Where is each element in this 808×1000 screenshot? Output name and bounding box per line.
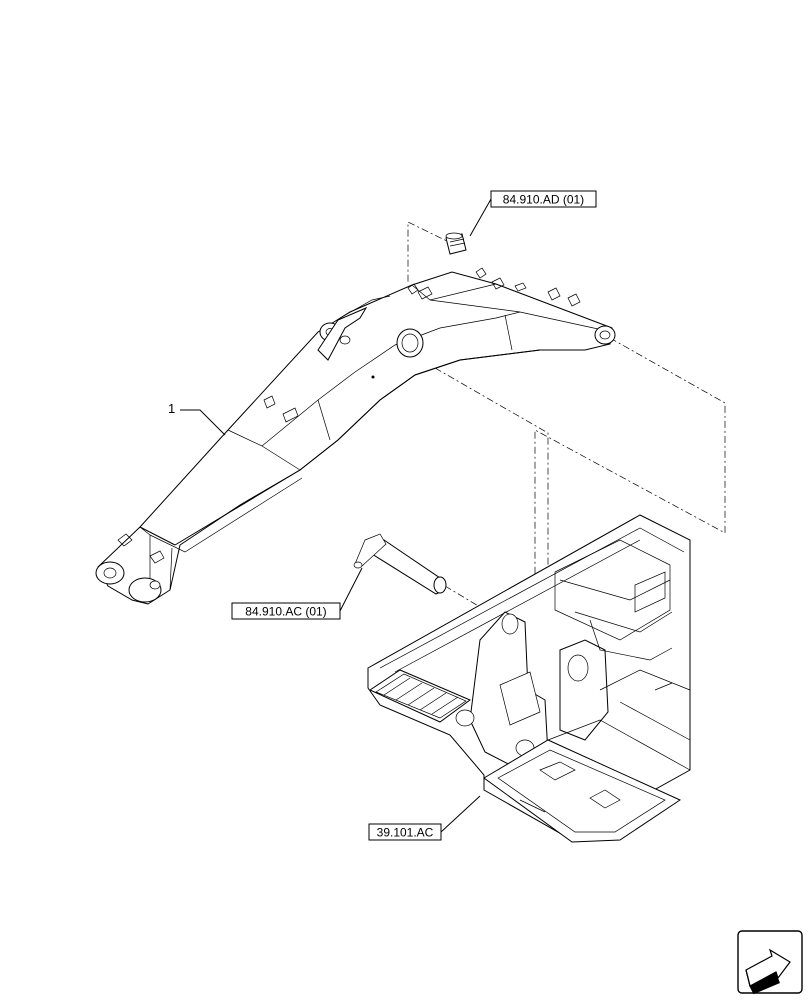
upper-frame-drawing [367, 514, 691, 843]
callout-ref-top[interactable]: 84.910.AD (01) [469, 190, 597, 237]
ref-top-label[interactable]: 84.910.AD (01) [503, 193, 584, 207]
callout-ref-pin[interactable]: 84.910.AC (01) [231, 567, 363, 620]
ref-pin-label[interactable]: 84.910.AC (01) [245, 605, 326, 619]
bushing-drawing [445, 232, 467, 255]
boom-drawing [95, 267, 616, 605]
callout-ref-frame[interactable]: 39.101.AC [368, 795, 481, 841]
item-number-label: 1 [168, 401, 175, 416]
callout-item-1: 1 [168, 401, 226, 436]
pin-drawing [353, 533, 447, 595]
ref-frame-label[interactable]: 39.101.AC [377, 826, 434, 840]
arrow-icon[interactable] [737, 930, 803, 995]
